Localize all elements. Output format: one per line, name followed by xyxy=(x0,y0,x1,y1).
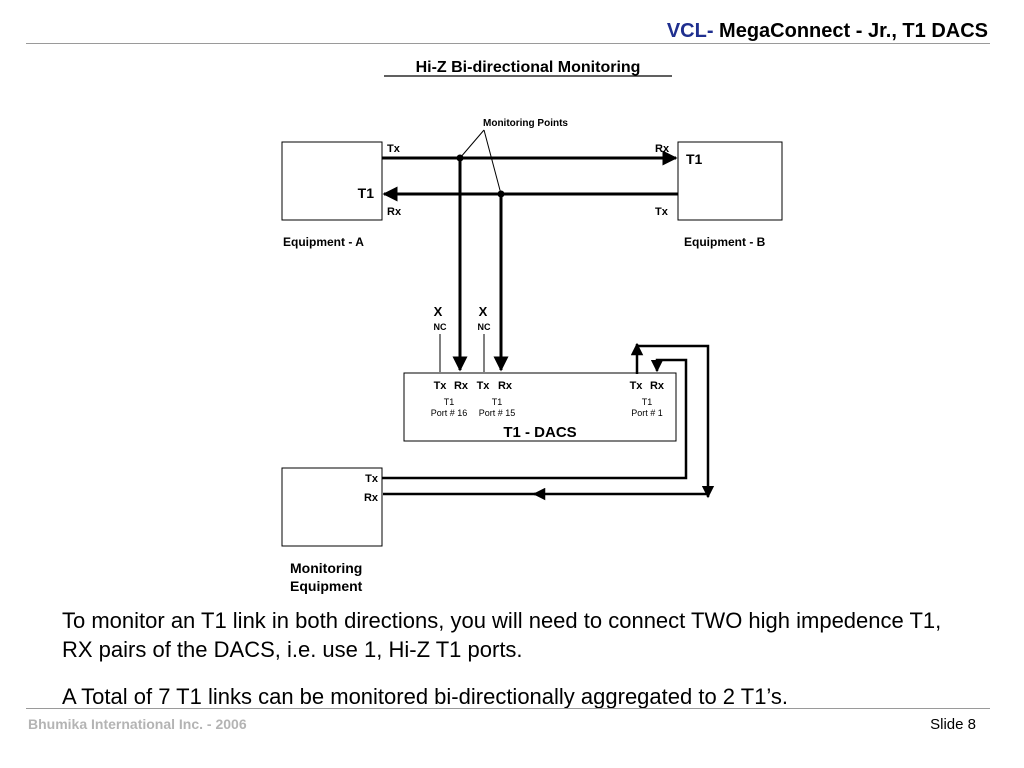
slide-number: Slide 8 xyxy=(930,716,976,733)
port1-tx-loop xyxy=(637,344,715,499)
nc-marker-x-2: X xyxy=(479,304,488,319)
monitoring-equipment-rx: Rx xyxy=(364,492,379,504)
port16-tx: Tx xyxy=(434,380,448,392)
port15-t1: T1 xyxy=(492,397,503,407)
monitoring-equipment-label-1: Monitoring xyxy=(290,560,362,576)
monitoring-equipment-tx: Tx xyxy=(365,473,379,485)
equipment-b-box xyxy=(677,141,783,221)
equipment-a-tx: Tx xyxy=(387,143,401,155)
monitoring-diagram: Hi-Z Bi-directional Monitoring T1 Tx Rx … xyxy=(281,59,783,594)
body-paragraph-1: To monitor an T1 link in both directions… xyxy=(62,608,942,662)
equipment-a-box xyxy=(281,141,383,221)
port16-number: Port # 16 xyxy=(431,408,468,418)
port15-rx: Rx xyxy=(498,380,513,392)
port1-tx: Tx xyxy=(630,380,644,392)
nc-marker-label-2: NC xyxy=(478,322,491,332)
monitoring-point-pointer-2 xyxy=(483,129,502,195)
equipment-b-t1: T1 xyxy=(686,151,703,167)
monitoring-points-label: Monitoring Points xyxy=(483,118,568,129)
monitoring-equipment-label-2: Equipment xyxy=(290,578,363,594)
port1-rx: Rx xyxy=(650,380,665,392)
equipment-a-t1: T1 xyxy=(358,185,375,201)
port1-number: Port # 1 xyxy=(631,408,663,418)
nc-marker-x-1: X xyxy=(434,304,443,319)
port15-number: Port # 15 xyxy=(479,408,516,418)
equipment-b-tx: Tx xyxy=(655,206,669,218)
slide-header: VCL- MegaConnect - Jr., T1 DACS xyxy=(667,20,988,43)
monitor-tx-to-port1-rx xyxy=(382,358,688,480)
port15-tx: Tx xyxy=(477,380,491,392)
monitoring-point-pointer-1 xyxy=(459,129,485,159)
footer-rule xyxy=(26,708,990,709)
diagram-title: Hi-Z Bi-directional Monitoring xyxy=(416,59,641,76)
equipment-b-rx: Rx xyxy=(655,143,670,155)
dacs-label: T1 - DACS xyxy=(503,424,576,441)
equipment-b-label: Equipment - B xyxy=(684,235,766,249)
port16-t1: T1 xyxy=(444,397,455,407)
footer-company: Bhumika International Inc. - 2006 xyxy=(28,716,247,732)
slide-header-title: MegaConnect - Jr., T1 DACS xyxy=(713,20,988,42)
monitoring-equipment-box xyxy=(281,467,383,547)
nc-marker-label-1: NC xyxy=(434,322,447,332)
equipment-a-label: Equipment - A xyxy=(283,235,364,249)
header-rule xyxy=(26,43,990,44)
brand-name: VCL- xyxy=(666,20,714,42)
port16-rx: Rx xyxy=(454,380,469,392)
port1-t1: T1 xyxy=(642,397,653,407)
dacs-box xyxy=(403,372,677,442)
body-paragraph-2: A Total of 7 T1 links can be monitored b… xyxy=(62,684,789,709)
equipment-a-rx: Rx xyxy=(387,206,402,218)
